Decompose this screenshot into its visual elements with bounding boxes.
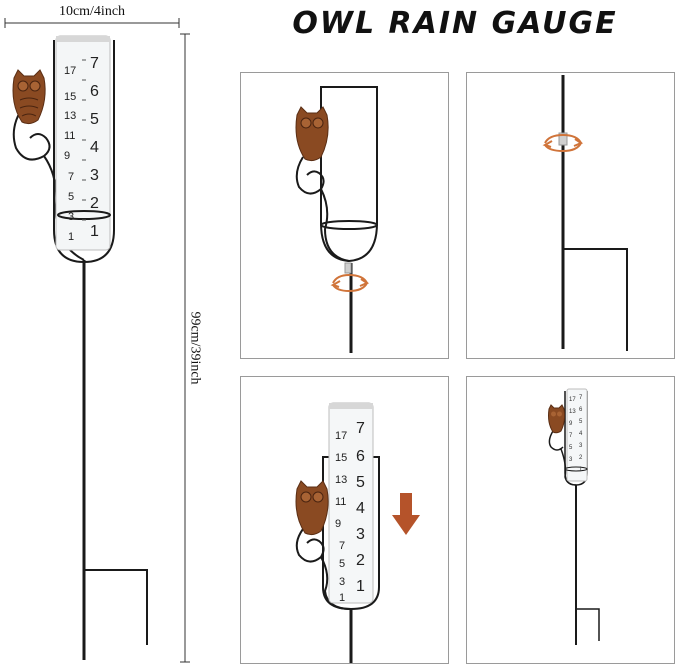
svg-text:17: 17 bbox=[569, 397, 576, 403]
svg-text:15: 15 bbox=[64, 91, 76, 103]
svg-text:17: 17 bbox=[335, 430, 347, 442]
svg-text:13: 13 bbox=[64, 110, 76, 122]
svg-text:7: 7 bbox=[569, 433, 573, 439]
svg-text:5: 5 bbox=[68, 191, 74, 203]
svg-text:11: 11 bbox=[335, 496, 346, 508]
owl-ornament bbox=[12, 69, 46, 125]
svg-text:6: 6 bbox=[579, 407, 583, 413]
svg-text:2: 2 bbox=[356, 552, 365, 569]
svg-text:5: 5 bbox=[339, 558, 345, 570]
rotate-arrow-icon bbox=[330, 273, 370, 293]
svg-text:6: 6 bbox=[90, 83, 99, 100]
svg-text:7: 7 bbox=[339, 540, 345, 552]
svg-text:11: 11 bbox=[64, 130, 75, 142]
svg-text:9: 9 bbox=[335, 518, 341, 530]
inch-scale: 7 6 5 4 3 2 1 bbox=[90, 55, 99, 240]
stake-twist-panel bbox=[466, 72, 675, 359]
svg-text:7: 7 bbox=[356, 420, 365, 437]
svg-text:3: 3 bbox=[356, 526, 365, 543]
svg-text:7: 7 bbox=[90, 55, 99, 72]
svg-text:1: 1 bbox=[90, 223, 99, 240]
svg-text:2: 2 bbox=[579, 455, 583, 461]
svg-text:9: 9 bbox=[569, 421, 573, 427]
product-title: OWL RAIN GAUGE bbox=[292, 6, 618, 41]
owl-holder-twist-panel bbox=[240, 72, 449, 359]
svg-text:5: 5 bbox=[356, 474, 365, 491]
height-dimension: 99cm/39inch bbox=[178, 30, 212, 666]
svg-text:7: 7 bbox=[68, 171, 74, 183]
width-dimension-line bbox=[4, 18, 180, 28]
mm-scale: 17 15 13 11 9 7 5 3 1 bbox=[64, 65, 76, 243]
owl-icon bbox=[295, 480, 329, 536]
main-product-image: 17 15 13 11 9 7 5 3 1 7 6 5 4 3 2 1 bbox=[0, 30, 180, 667]
svg-text:7: 7 bbox=[579, 395, 583, 401]
svg-text:5: 5 bbox=[90, 111, 99, 128]
svg-text:1: 1 bbox=[579, 467, 583, 473]
svg-text:13: 13 bbox=[335, 474, 347, 486]
owl-icon bbox=[548, 404, 566, 434]
svg-text:5: 5 bbox=[569, 445, 573, 451]
svg-text:2: 2 bbox=[90, 195, 99, 212]
svg-text:15: 15 bbox=[335, 452, 347, 464]
insert-tube-panel: 17 15 13 11 9 7 5 3 1 7 6 5 4 3 2 1 bbox=[240, 376, 449, 664]
width-dimension: 10cm/4inch bbox=[4, 4, 180, 28]
svg-text:4: 4 bbox=[579, 431, 583, 437]
down-arrow-icon bbox=[392, 493, 420, 535]
svg-text:1: 1 bbox=[356, 578, 365, 595]
svg-text:6: 6 bbox=[356, 448, 365, 465]
svg-text:4: 4 bbox=[356, 500, 365, 517]
svg-text:3: 3 bbox=[90, 167, 99, 184]
height-label: 99cm/39inch bbox=[188, 311, 204, 385]
rain-gauge-illustration: 17 15 13 11 9 7 5 3 1 7 6 5 4 3 2 1 bbox=[12, 35, 148, 660]
svg-text:3: 3 bbox=[68, 211, 74, 223]
svg-text:3: 3 bbox=[339, 576, 345, 588]
height-dimension-line bbox=[180, 33, 190, 663]
rotate-arrow-icon bbox=[542, 133, 584, 153]
svg-text:5: 5 bbox=[579, 419, 583, 425]
owl-icon bbox=[295, 106, 329, 162]
svg-text:1: 1 bbox=[339, 592, 345, 604]
svg-text:13: 13 bbox=[569, 409, 576, 415]
svg-text:3: 3 bbox=[569, 457, 573, 463]
svg-text:1: 1 bbox=[68, 231, 74, 243]
svg-text:17: 17 bbox=[64, 65, 76, 77]
svg-text:4: 4 bbox=[90, 139, 99, 156]
width-label: 10cm/4inch bbox=[58, 4, 126, 19]
svg-text:3: 3 bbox=[579, 443, 583, 449]
svg-text:9: 9 bbox=[64, 150, 70, 162]
